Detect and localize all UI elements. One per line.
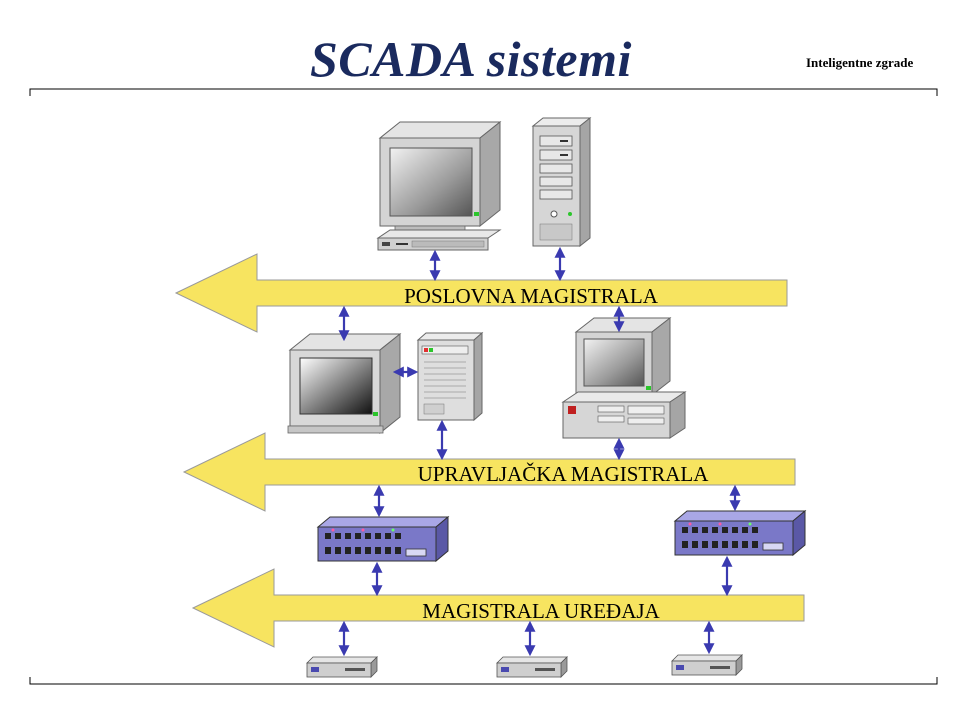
frame-bottom — [29, 677, 938, 685]
connectors — [338, 246, 741, 657]
workstation-icon — [376, 120, 502, 251]
tower-server-icon — [531, 116, 592, 248]
bus-arrow-device: MAGISTRALA UREĐAJA — [191, 568, 805, 648]
field-device-icon — [496, 656, 568, 678]
bus-label-control: UPRAVLJAČKA MAGISTRALA — [418, 462, 710, 486]
desktop-pc-icon — [561, 316, 687, 439]
field-device-icon — [306, 656, 378, 678]
network-switch-icon — [317, 516, 449, 562]
bus-label-business: POSLOVNA MAGISTRALA — [404, 284, 659, 308]
bus-arrow-business: POSLOVNA MAGISTRALA — [174, 253, 788, 333]
operator-monitor-icon — [287, 332, 402, 435]
bus-arrow-control: UPRAVLJAČKA MAGISTRALA — [182, 432, 796, 512]
field-device-icon — [671, 654, 743, 676]
page-title: SCADA sistemi — [310, 31, 632, 87]
frame-top — [29, 88, 938, 96]
bus-label-device: MAGISTRALA UREĐAJA — [422, 599, 660, 623]
page-subtitle: Inteligentne zgrade — [806, 55, 914, 70]
network-switch-icon — [674, 510, 806, 556]
control-server-icon — [416, 331, 484, 422]
